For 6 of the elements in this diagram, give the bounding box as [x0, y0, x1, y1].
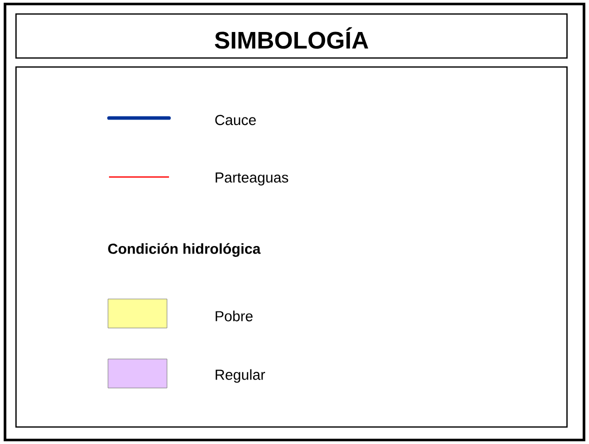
legend-label: Pobre [216, 310, 253, 322]
legend-label: Parteaguas [216, 172, 288, 186]
legend-label: Regular [216, 369, 266, 383]
legend-heading: Condición hidrológica [108, 243, 261, 257]
legend-label: Cauce [215, 114, 256, 126]
title: SIMBOLOGÍA [214, 27, 368, 49]
